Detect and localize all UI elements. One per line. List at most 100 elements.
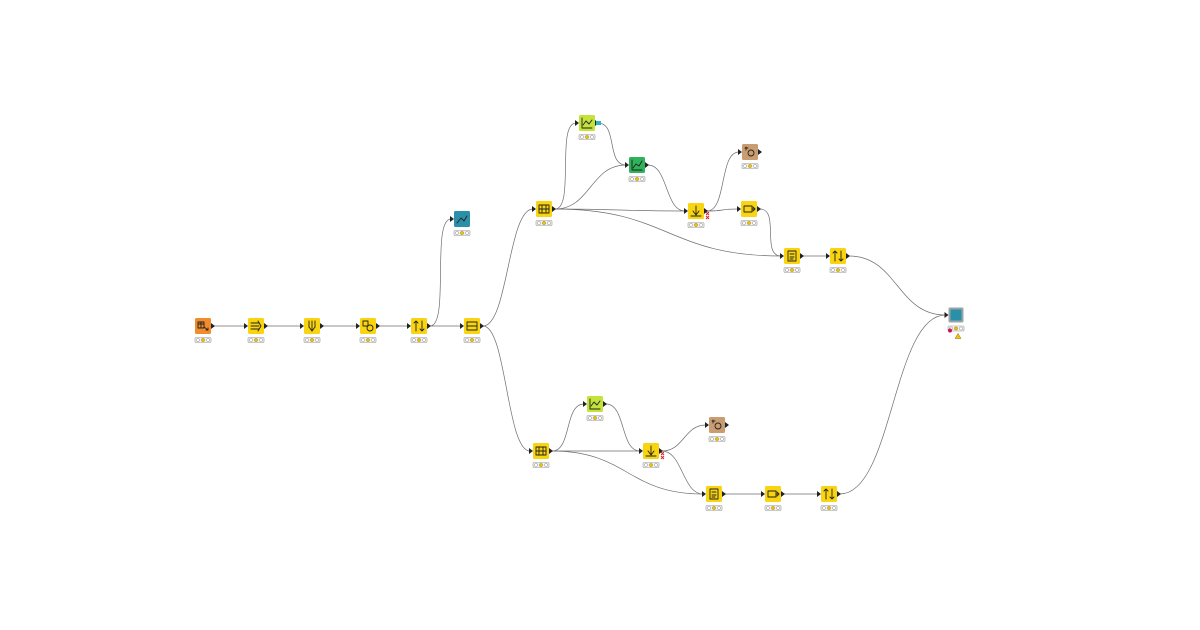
output-port[interactable] bbox=[376, 323, 380, 329]
node-body[interactable] bbox=[821, 486, 837, 502]
node-body[interactable] bbox=[830, 248, 846, 264]
input-port[interactable] bbox=[738, 149, 742, 155]
connection-n13-n14[interactable] bbox=[759, 208, 782, 257]
node-body[interactable] bbox=[765, 486, 781, 502]
connection-n15-n16[interactable] bbox=[848, 255, 946, 316]
node-n21[interactable] bbox=[702, 486, 726, 511]
connection-n6-n17[interactable] bbox=[482, 325, 531, 452]
node-n20[interactable] bbox=[705, 417, 729, 442]
input-port[interactable] bbox=[705, 422, 709, 428]
node-n5[interactable] bbox=[407, 318, 431, 343]
connection-n19-n20[interactable] bbox=[661, 424, 707, 452]
output-port[interactable] bbox=[659, 448, 663, 454]
connection-n6-n8[interactable] bbox=[482, 208, 534, 327]
node-n9[interactable] bbox=[575, 115, 599, 140]
connection-n8-n10[interactable] bbox=[554, 164, 627, 210]
connection-n9-n10[interactable] bbox=[597, 122, 627, 166]
output-port[interactable] bbox=[427, 323, 431, 329]
input-port[interactable] bbox=[684, 208, 688, 214]
connection-n5-n7[interactable] bbox=[429, 218, 452, 327]
input-port[interactable] bbox=[639, 448, 643, 454]
output-port[interactable] bbox=[549, 448, 553, 454]
input-port[interactable] bbox=[407, 323, 411, 329]
input-port[interactable] bbox=[625, 162, 629, 168]
input-port[interactable] bbox=[583, 401, 587, 407]
input-port[interactable] bbox=[300, 323, 304, 329]
node-status-indicator bbox=[740, 220, 758, 226]
connection-n12-n11[interactable] bbox=[706, 151, 740, 212]
node-n11[interactable] bbox=[738, 144, 762, 169]
node-n7[interactable] bbox=[450, 211, 471, 236]
input-port[interactable] bbox=[244, 323, 248, 329]
output-port[interactable] bbox=[704, 208, 708, 214]
output-port[interactable] bbox=[480, 323, 484, 329]
node-n23[interactable] bbox=[817, 486, 841, 511]
output-port[interactable] bbox=[846, 253, 850, 259]
node-n12[interactable] bbox=[684, 203, 708, 228]
node-body[interactable] bbox=[709, 417, 725, 433]
node-body[interactable] bbox=[742, 144, 758, 160]
node-n6[interactable] bbox=[460, 318, 484, 343]
input-port[interactable] bbox=[817, 491, 821, 497]
node-n22[interactable] bbox=[761, 486, 785, 511]
node-body[interactable] bbox=[784, 248, 800, 264]
input-port[interactable] bbox=[575, 120, 579, 126]
input-port[interactable] bbox=[450, 216, 454, 222]
node-status-indicator bbox=[829, 267, 847, 273]
connection-n8-n9[interactable] bbox=[554, 122, 577, 210]
node-body[interactable] bbox=[411, 318, 427, 334]
output-port[interactable] bbox=[264, 323, 268, 329]
node-n19[interactable] bbox=[639, 443, 663, 468]
input-port[interactable] bbox=[356, 323, 360, 329]
node-n18[interactable] bbox=[583, 396, 607, 421]
connection-n17-n21[interactable] bbox=[551, 450, 704, 495]
output-port[interactable] bbox=[645, 162, 649, 168]
output-port[interactable] bbox=[211, 323, 215, 329]
connection-n8-n12[interactable] bbox=[554, 208, 686, 212]
node-n1[interactable] bbox=[194, 318, 215, 343]
connection-n10-n12[interactable] bbox=[647, 164, 686, 212]
input-port[interactable] bbox=[529, 448, 533, 454]
missing-value-icon bbox=[362, 320, 374, 332]
node-n2[interactable] bbox=[244, 318, 268, 343]
output-port[interactable] bbox=[725, 422, 729, 428]
connection-n8-n14[interactable] bbox=[554, 208, 782, 257]
node-body[interactable] bbox=[741, 201, 757, 217]
output-port[interactable] bbox=[758, 149, 762, 155]
node-body[interactable] bbox=[706, 486, 722, 502]
connection-n18-n19[interactable] bbox=[605, 403, 641, 452]
node-n13[interactable] bbox=[737, 201, 761, 226]
output-port[interactable] bbox=[837, 491, 841, 497]
node-body[interactable] bbox=[579, 115, 595, 131]
node-n15[interactable] bbox=[826, 248, 850, 273]
node-n3[interactable] bbox=[300, 318, 324, 343]
output-port[interactable] bbox=[722, 491, 726, 497]
node-n17[interactable] bbox=[529, 443, 553, 468]
input-port[interactable] bbox=[826, 253, 830, 259]
input-port[interactable] bbox=[460, 323, 464, 329]
node-n10[interactable] bbox=[625, 157, 649, 182]
connection-n17-n18[interactable] bbox=[551, 403, 585, 452]
input-port[interactable] bbox=[532, 206, 536, 212]
connection-n12-n13[interactable] bbox=[706, 208, 739, 212]
connection-n19-n21[interactable] bbox=[661, 450, 704, 495]
output-port[interactable] bbox=[603, 401, 607, 407]
input-port[interactable] bbox=[702, 491, 706, 497]
node-body[interactable] bbox=[195, 318, 211, 334]
connection-n23-n16[interactable] bbox=[839, 314, 946, 495]
input-port[interactable] bbox=[944, 312, 949, 318]
node-n8[interactable] bbox=[532, 201, 556, 226]
node-n16[interactable] bbox=[944, 307, 965, 332]
output-port[interactable] bbox=[757, 206, 761, 212]
input-port[interactable] bbox=[737, 206, 741, 212]
input-port[interactable] bbox=[780, 253, 784, 259]
node-body[interactable] bbox=[587, 396, 603, 412]
output-port[interactable] bbox=[552, 206, 556, 212]
node-n14[interactable] bbox=[780, 248, 804, 273]
node-n4[interactable] bbox=[356, 318, 380, 343]
input-port[interactable] bbox=[761, 491, 765, 497]
output-port[interactable] bbox=[800, 253, 804, 259]
output-port[interactable] bbox=[320, 323, 324, 329]
output-port[interactable] bbox=[781, 491, 785, 497]
